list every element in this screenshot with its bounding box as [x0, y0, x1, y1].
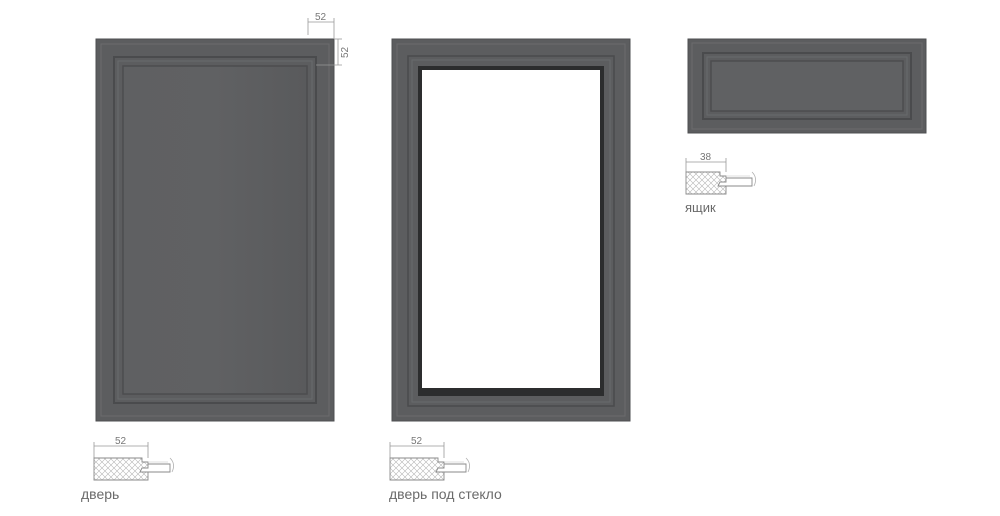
door-caption: дверь [81, 486, 120, 502]
glass-door-caption: дверь под стекло [389, 486, 502, 502]
glass-door-profile-width-label: 52 [411, 436, 423, 447]
glass-opening [422, 70, 600, 388]
drawer-caption: ящик [685, 200, 716, 215]
door-corner-width-label: 52 [315, 12, 327, 23]
door-corner-height-label: 52 [340, 46, 351, 58]
door-profile-width-label: 52 [115, 436, 127, 447]
drawer-profile-width-label: 38 [700, 152, 712, 163]
